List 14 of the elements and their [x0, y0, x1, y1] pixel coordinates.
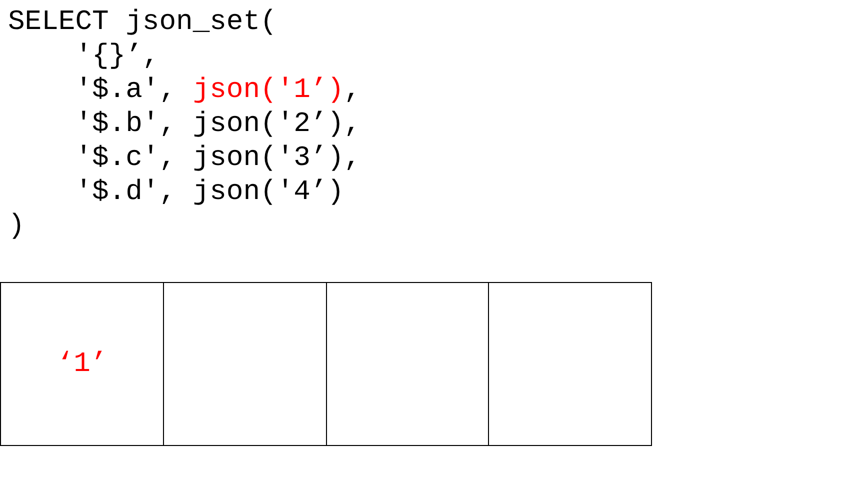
code-line: '$.c', json('3’), — [75, 143, 361, 174]
code-line: ) — [8, 211, 25, 242]
code-line: , — [344, 75, 361, 106]
array-slot — [326, 282, 489, 446]
code-line: '$.d', json('4’) — [75, 177, 344, 208]
array-slot — [163, 282, 327, 446]
array-slot — [488, 282, 652, 446]
slot-value: ‘1’ — [56, 348, 108, 380]
code-line: '$.b', json('2’), — [75, 109, 361, 140]
code-line: json('1’) — [192, 75, 344, 106]
code-line: '$.a', — [75, 75, 176, 106]
code-line: SELECT json_set( — [8, 7, 277, 38]
array-slot — [0, 282, 164, 446]
code-line: '{}’, — [75, 41, 160, 72]
